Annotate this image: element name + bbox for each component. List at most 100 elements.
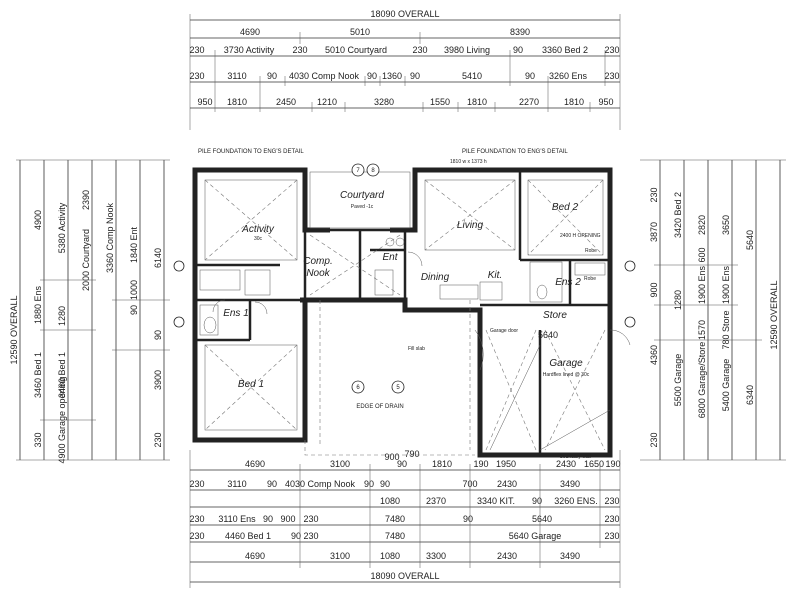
bot-r1-3: 790 xyxy=(404,449,419,459)
left-inner-7: 90 xyxy=(153,330,163,340)
bot-r4-2: 90 xyxy=(263,514,273,524)
bot-r5-4: 7480 xyxy=(385,531,405,541)
top-dim-r2-1: 3730 Activity xyxy=(224,45,275,55)
room-ens2: Ens 2 xyxy=(555,277,581,288)
bot-r2-2: 90 xyxy=(267,479,277,489)
top-dim-r2-4: 230 xyxy=(412,45,427,55)
bot-r1-0: 4690 xyxy=(245,459,265,469)
top-dim-r3-5: 1360 xyxy=(382,71,402,81)
bot-r3-0: 1080 xyxy=(380,496,400,506)
top-dim-r2-0: 230 xyxy=(189,45,204,55)
room-living: Living xyxy=(457,220,484,231)
right-inner-2: 2820 xyxy=(697,215,707,235)
top-dim-r4-6: 1810 xyxy=(467,97,487,107)
top-overall-label: 18090 OVERALL xyxy=(370,9,439,19)
top-dim-r2-8: 230 xyxy=(604,45,619,55)
left-mid-1: 1280 xyxy=(57,306,67,326)
bot-r4-3: 900 xyxy=(280,514,295,524)
left-dimensions: 12590 OVERALL 4900 1880 Ens 3460 Bed 1 3… xyxy=(9,159,170,464)
left-overall-label: 12590 OVERALL xyxy=(9,295,19,364)
right-inner-12: 230 xyxy=(649,432,659,447)
fill-slab-note: Fill slab xyxy=(408,346,425,352)
top-dim-r3-3: 4030 Comp Nook xyxy=(289,71,360,81)
bot-r1-5: 1810 xyxy=(432,459,452,469)
bot-r3-4: 3260 ENS. xyxy=(554,496,598,506)
left-outer-0: 4900 xyxy=(33,210,43,230)
bot-r3-2: 3340 KIT. xyxy=(477,496,515,506)
top-dim-r1-1: 5010 xyxy=(350,27,370,37)
right-mid-1: 1900 Ens xyxy=(721,265,731,304)
room-labels: Courtyard Paved -1c Activity 30c Comp. N… xyxy=(223,190,596,390)
left-inner-0: 2390 xyxy=(81,190,91,210)
marker-5: 5 xyxy=(396,385,400,391)
bot-r5-6: 230 xyxy=(604,531,619,541)
bot-r4-7: 5640 xyxy=(532,514,552,524)
left-outer-2: 3460 Bed 1 xyxy=(33,352,43,398)
top-dim-r4-7: 2270 xyxy=(519,97,539,107)
right-inner-9: 1280 xyxy=(673,290,683,310)
top-dim-r4-2: 2450 xyxy=(276,97,296,107)
left-inner-8: 230 xyxy=(153,432,163,447)
bot-r3-3: 90 xyxy=(532,496,542,506)
right-mid-3: 5400 Garage xyxy=(721,359,731,412)
bot-r5-2: 90 xyxy=(291,531,301,541)
left-inner-6: 3900 xyxy=(153,370,163,390)
top-dim-r2-6: 90 xyxy=(513,45,523,55)
bot-r2-5: 90 xyxy=(380,479,390,489)
bot-r1-4: 90 xyxy=(397,459,407,469)
bot-r4-0: 230 xyxy=(189,514,204,524)
marker-6: 6 xyxy=(356,385,360,391)
top-dim-r2-3: 5010 Courtyard xyxy=(325,45,387,55)
bot-r5-0: 230 xyxy=(189,531,204,541)
top-dim-r4-0: 950 xyxy=(197,97,212,107)
edge-of-drain-note: EDGE OF DRAIN xyxy=(356,404,403,410)
plan-walls xyxy=(192,167,631,458)
bot-r1-10: 190 xyxy=(605,459,620,469)
bot-r1-1: 3100 xyxy=(330,459,350,469)
bottom-dimensions: 4690 3100 900 790 90 1810 190 1950 2430 … xyxy=(189,449,621,588)
right-outer-1: 6340 xyxy=(745,385,755,405)
room-bed2: Bed 2 xyxy=(552,202,579,213)
bottom-overall-label: 18090 OVERALL xyxy=(370,571,439,581)
bot-r2-8: 3490 xyxy=(560,479,580,489)
bot-r1-7: 1950 xyxy=(496,459,516,469)
right-inner-5: 5500 Garage xyxy=(673,354,683,407)
bot-r4-5: 7480 xyxy=(385,514,405,524)
left-outer-1: 1880 Ens xyxy=(33,285,43,324)
left-inner-2: 3360 Comp Nook xyxy=(105,202,115,273)
room-kit: Kit. xyxy=(488,270,502,281)
left-inner-5: 90 xyxy=(129,305,139,315)
bot-r2-1: 3110 xyxy=(227,479,246,489)
bot-r1-2: 900 xyxy=(384,452,399,462)
room-ens1: Ens 1 xyxy=(223,308,249,319)
bot-r6-1: 3100 xyxy=(330,551,350,561)
bot-r2-0: 230 xyxy=(189,479,204,489)
bot-r6-4: 2430 xyxy=(497,551,517,561)
top-dim-r4-4: 3280 xyxy=(374,97,394,107)
top-dim-r3-4: 90 xyxy=(367,71,377,81)
top-dim-r3-8: 90 xyxy=(525,71,535,81)
right-inner-7: 3420 Bed 2 xyxy=(673,192,683,238)
room-courtyard: Courtyard xyxy=(340,190,384,201)
top-dim-r3-7: 5410 xyxy=(462,71,482,81)
right-inner-4: 1900 Ens xyxy=(697,265,707,304)
top-dim-r2-2: 230 xyxy=(292,45,307,55)
garage-width-note: 5640 xyxy=(538,330,558,340)
bot-r3-1: 2370 xyxy=(426,496,446,506)
room-comp: Comp. xyxy=(303,256,332,267)
bot-r2-4: 90 xyxy=(364,479,374,489)
room-garage: Garage xyxy=(549,358,583,369)
top-dim-r3-10: 230 xyxy=(604,71,619,81)
room-store: Store xyxy=(543,310,567,321)
left-inner-9: 6140 xyxy=(153,248,163,268)
right-dimensions: 230 3870 900 4360 230 3420 Bed 2 1280 55… xyxy=(640,159,786,461)
top-dim-r2-5: 3980 Living xyxy=(444,45,490,55)
bot-r5-5: 5640 Garage xyxy=(509,531,562,541)
top-dim-r1-0: 4690 xyxy=(240,27,260,37)
top-dim-r3-2: 90 xyxy=(267,71,277,81)
bot-r6-2: 1080 xyxy=(380,551,400,561)
left-mid-2: 3460 Bed 1 xyxy=(57,352,67,398)
top-dim-r4-3: 1210 xyxy=(317,97,337,107)
top-dim-r3-1: 3110 xyxy=(227,71,246,81)
top-dimensions: 18090 OVERALL 4690 5010 8390 230 3730 Ac… xyxy=(189,9,621,130)
